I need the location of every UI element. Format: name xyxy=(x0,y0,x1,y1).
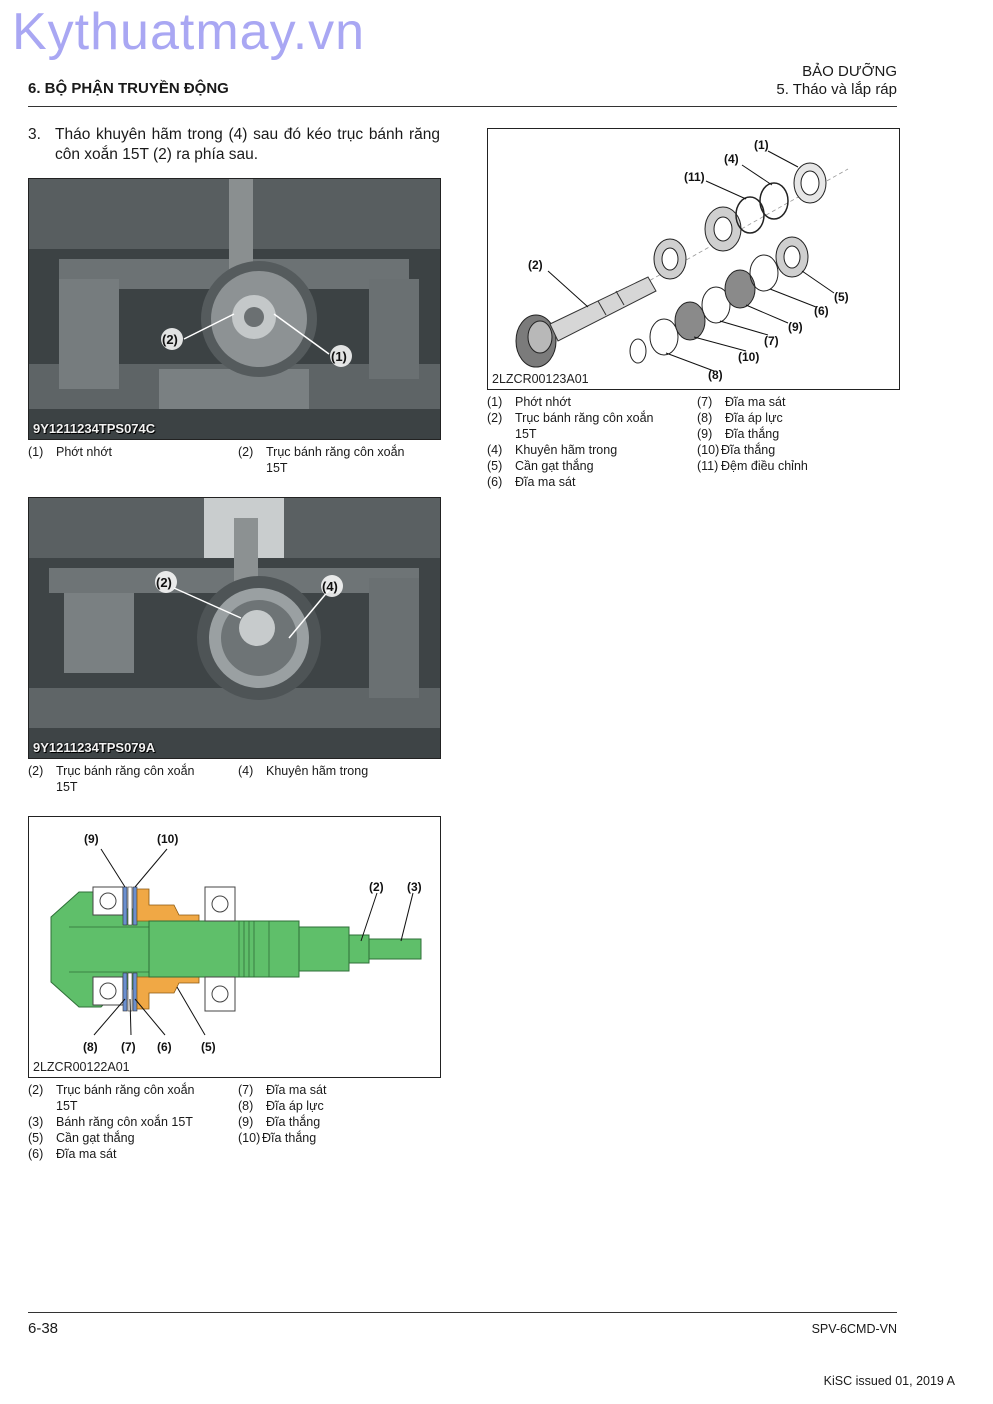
header-section: BẢO DƯỠNG xyxy=(802,63,897,80)
fig1-callout-1: (1) xyxy=(331,349,347,364)
fig2-caption-4: (4) Khuyên hãm trong xyxy=(238,764,369,778)
fig3-callout-7: (7) xyxy=(121,1040,136,1054)
fig4-callout-11: (11) xyxy=(684,170,705,184)
photo-illustration: (2) (1) xyxy=(29,179,440,439)
fig3-captions-right: (7)Đĩa ma sát (8)Đĩa áp lực (9)Đĩa thắng… xyxy=(238,1083,327,1145)
header-rule xyxy=(28,106,897,107)
footer-rule xyxy=(28,1312,897,1313)
fig4-callout-4: (4) xyxy=(724,152,739,166)
fig3-callout-5: (5) xyxy=(201,1040,216,1054)
fig3-code: 2LZCR00122A01 xyxy=(33,1060,130,1074)
fig3-callout-6: (6) xyxy=(157,1040,172,1054)
fig1-caption-2: (2) Trục bánh răng côn xoắn 15T xyxy=(238,445,405,475)
header-subsection: 5. Tháo và lắp ráp xyxy=(776,81,897,98)
fig3-callout-2: (2) xyxy=(369,880,384,894)
fig4-callout-5: (5) xyxy=(834,290,849,304)
photo-snap-ring: (2) (4) 9Y1211234TPS079A xyxy=(28,497,441,759)
fig2-caption-2: (2) Trục bánh răng côn xoắn 15T xyxy=(28,764,195,794)
photo-illustration-2: (2) (4) xyxy=(29,498,440,758)
cross-section-diagram: (9) (10) (2) (3) (8) (7) (6) (5) 2LZCR00… xyxy=(28,816,441,1078)
photo-oil-seal: (2) (1) 9Y1211234TPS074C xyxy=(28,178,441,440)
fig2-code: 9Y1211234TPS079A xyxy=(33,740,156,755)
exploded-view-diagram: (1) (4) (11) (2) (5) (6) (9) (7) (10) (8… xyxy=(487,128,900,390)
fig1-callout-2: (2) xyxy=(162,332,178,347)
fig3-captions-left: (2)Trục bánh răng côn xoắn 15T (3)Bánh r… xyxy=(28,1083,195,1161)
fig2-callout-4: (4) xyxy=(322,579,338,594)
fig3-callout-10: (10) xyxy=(157,832,178,846)
fig1-caption-1: (1) Phớt nhớt xyxy=(28,445,113,459)
page-number: 6-38 xyxy=(28,1320,59,1337)
document-code: SPV-6CMD-VN xyxy=(811,1322,897,1336)
fig4-captions-left: (1)Phớt nhớt (2)Trục bánh răng côn xoắn … xyxy=(487,395,654,489)
fig4-callout-2: (2) xyxy=(528,258,543,272)
fig4-captions-right: (7)Đĩa ma sát (8)Đĩa áp lực (9)Đĩa thắng… xyxy=(697,395,808,473)
fig4-callout-9: (9) xyxy=(788,320,803,334)
cross-section-svg: (9) (10) (2) (3) (8) (7) (6) (5) xyxy=(50,832,422,1054)
step-number: 3. xyxy=(28,126,41,143)
fig4-callout-7: (7) xyxy=(764,334,779,348)
fig4-callout-10: (10) xyxy=(738,350,759,364)
fig4-callout-6: (6) xyxy=(814,304,829,318)
fig4-callout-1: (1) xyxy=(754,138,769,152)
fig4-callout-8: (8) xyxy=(708,368,723,382)
fig1-code: 9Y1211234TPS074C xyxy=(33,421,156,436)
step-text: Tháo khuyên hãm trong (4) sau đó kéo trụ… xyxy=(55,126,440,163)
watermark: Kythuatmay.vn xyxy=(12,3,366,61)
issue-note: KiSC issued 01, 2019 A xyxy=(823,1374,955,1388)
fig3-callout-3: (3) xyxy=(407,880,422,894)
fig3-callout-8: (8) xyxy=(83,1040,98,1054)
fig2-callout-2: (2) xyxy=(156,575,172,590)
fig3-callout-9: (9) xyxy=(84,832,99,846)
exploded-view-svg: (1) (4) (11) (2) (5) (6) (9) (7) (10) (8… xyxy=(515,138,849,382)
header-chapter: 6. BỘ PHẬN TRUYỀN ĐỘNG xyxy=(28,80,229,97)
fig4-code: 2LZCR00123A01 xyxy=(492,372,589,386)
